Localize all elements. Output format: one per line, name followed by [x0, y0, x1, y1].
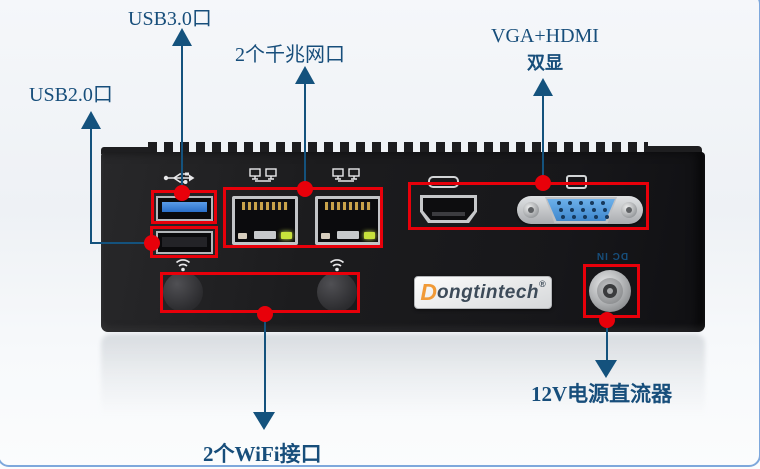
leader-line-display	[542, 94, 544, 183]
label-wifi: 2个WiFi接口	[203, 442, 322, 466]
brand-registered-mark: ®	[539, 279, 546, 289]
rj45-led-left	[238, 233, 247, 239]
arrowhead-wifi-icon	[253, 412, 275, 430]
wifi-icon	[329, 259, 345, 272]
label-usb2: USB2.0口	[29, 84, 113, 106]
arrowhead-dc-icon	[595, 360, 617, 378]
dc-jack-pin	[607, 288, 613, 294]
usb3-tongue	[162, 202, 207, 212]
vga-screw-right	[621, 202, 637, 218]
arrowhead-lan-icon	[295, 66, 315, 84]
brand-name: ongtintech	[436, 281, 540, 303]
label-power: 12V电源直流器	[531, 382, 673, 406]
hdmi-port-blade	[432, 212, 465, 216]
leader-line-usb3	[181, 44, 183, 193]
callout-dot-wifi	[257, 306, 273, 322]
rj45-led-right	[364, 232, 375, 239]
arrowhead-display-icon	[533, 78, 553, 96]
callout-dot-display	[535, 175, 551, 191]
rj45-latch-slot	[337, 231, 359, 239]
rj45-pins	[325, 202, 371, 210]
label-lan: 2个千兆网口	[235, 44, 345, 66]
annotation-rect-dc	[583, 264, 640, 318]
chassis-shoulder-left	[101, 147, 151, 154]
rj45-led-right	[281, 232, 292, 239]
arrowhead-usb2-icon	[81, 111, 101, 129]
ethernet-icon	[332, 168, 360, 182]
dc-jack	[589, 270, 631, 312]
usb-icon	[163, 172, 195, 184]
leader-line-dc	[606, 320, 608, 362]
annotation-rect-display	[408, 182, 649, 230]
label-display: VGA+HDMI 双显	[487, 25, 603, 75]
heatsink-fins-icon	[148, 142, 648, 153]
vga-pin-holes	[557, 201, 561, 205]
callout-dot-dc	[599, 312, 615, 328]
label-display-line2: 双显	[527, 53, 563, 73]
ethernet-icon	[249, 168, 277, 182]
label-display-line1: VGA+HDMI	[491, 25, 599, 47]
wifi-antenna-port-2	[317, 272, 357, 312]
wifi-icon	[175, 259, 191, 272]
leader-line-usb2-horizontal	[90, 242, 152, 244]
wifi-antenna-port-1	[163, 272, 203, 312]
rj45-led-left	[321, 233, 330, 239]
leader-line-wifi	[264, 314, 266, 414]
device-reflection	[101, 334, 705, 430]
hdmi-port	[420, 195, 477, 223]
label-usb3: USB3.0口	[128, 8, 212, 30]
leader-line-lan	[304, 82, 306, 189]
annotation-rect-usb2	[150, 226, 218, 258]
rj45-latch-slot	[254, 231, 276, 239]
vga-screw-left	[523, 202, 539, 218]
arrowhead-usb3-icon	[172, 28, 192, 46]
usb2-tongue	[162, 237, 207, 247]
leader-line-usb2-vertical	[90, 127, 92, 244]
dc-in-label: DC IN	[595, 250, 629, 261]
chassis-shoulder-right	[644, 146, 702, 154]
callout-dot-lan	[297, 181, 313, 197]
callout-dot-usb2	[144, 235, 160, 251]
callout-dot-usb3	[174, 185, 190, 201]
vga-port-face	[547, 199, 615, 221]
rj45-pins	[242, 202, 288, 210]
ethernet-port-1	[232, 196, 298, 245]
brand-initial: D	[420, 279, 437, 305]
ethernet-port-2	[315, 196, 381, 245]
